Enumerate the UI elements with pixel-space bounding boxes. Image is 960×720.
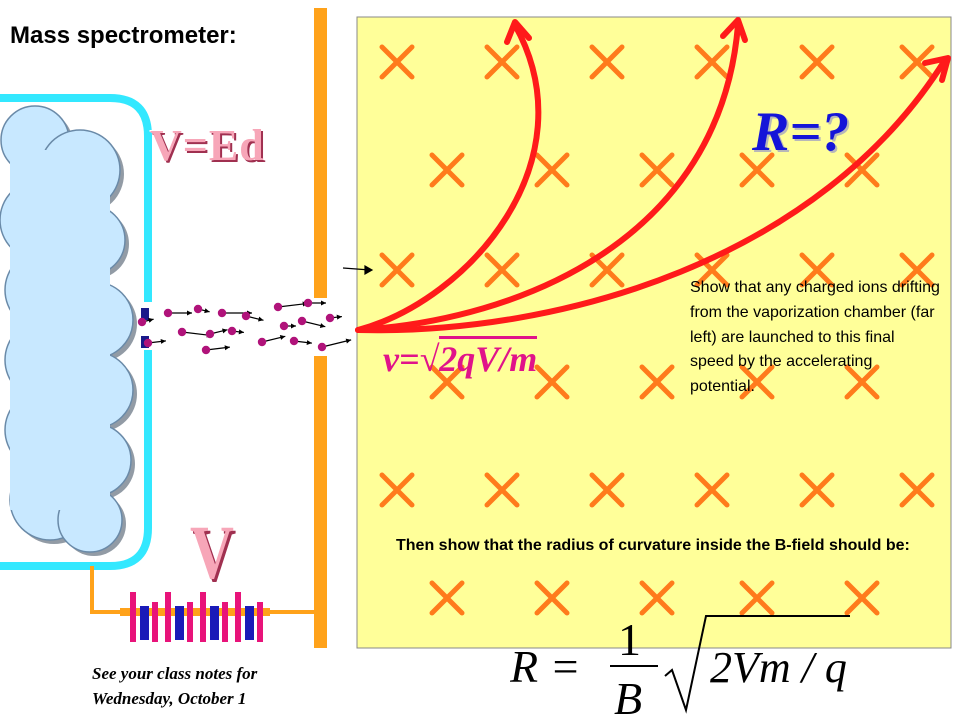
ion bbox=[273, 301, 308, 312]
circuit-wire bbox=[90, 566, 314, 614]
trajectory-heavy-ion bbox=[355, 57, 948, 334]
ion bbox=[205, 328, 228, 339]
ion bbox=[201, 345, 230, 355]
field-cross-mark bbox=[899, 252, 935, 288]
magnetic-field-region bbox=[356, 16, 952, 649]
sqrt-sign-icon bbox=[664, 615, 850, 714]
accelerating-plate-lower bbox=[314, 356, 327, 648]
field-cross-mark bbox=[899, 472, 935, 508]
page-title: Mass spectrometer: bbox=[10, 22, 237, 49]
field-cross-mark bbox=[739, 364, 775, 400]
field-cross-mark bbox=[639, 152, 675, 188]
battery bbox=[120, 592, 270, 642]
ion-trajectories bbox=[355, 22, 948, 334]
entry-arrow bbox=[342, 264, 374, 276]
field-cross-mark bbox=[799, 472, 835, 508]
field-cross-mark bbox=[379, 472, 415, 508]
trajectory-medium-ion bbox=[355, 22, 741, 333]
ion bbox=[143, 338, 166, 348]
ion bbox=[289, 336, 312, 346]
trajectory-arrowheads bbox=[504, 17, 951, 83]
accelerating-plate-upper bbox=[314, 8, 327, 298]
speed-prefix: v= bbox=[383, 339, 420, 379]
field-cross-mark bbox=[534, 580, 570, 616]
field-cross-mark bbox=[694, 44, 730, 80]
ion bbox=[297, 316, 326, 328]
formula-denominator: B bbox=[614, 673, 642, 720]
field-cross-mark bbox=[589, 472, 625, 508]
field-cross-mark bbox=[534, 152, 570, 188]
vapor-cloud bbox=[0, 105, 137, 556]
voltage-label: V bbox=[190, 511, 234, 595]
formula-lhs: R = bbox=[510, 641, 581, 692]
field-cross-mark bbox=[799, 44, 835, 80]
field-cross-mark bbox=[694, 472, 730, 508]
field-cross-mark bbox=[739, 152, 775, 188]
ion bbox=[193, 304, 210, 314]
vaporization-chamber bbox=[0, 94, 152, 570]
field-cross-mark bbox=[534, 364, 570, 400]
field-cross-mark bbox=[639, 580, 675, 616]
field-into-page-marks bbox=[379, 44, 935, 616]
trajectory-light-ion bbox=[355, 22, 542, 333]
class-notes-reference: See your class notes for Wednesday, Octo… bbox=[92, 662, 257, 711]
speed-radicand: 2qV/m bbox=[439, 336, 538, 379]
ion bbox=[279, 321, 296, 331]
chamber-wall bbox=[0, 94, 152, 570]
class-notes-line-1: See your class notes for bbox=[92, 664, 258, 683]
class-notes-line-2: Wednesday, October 1 bbox=[92, 688, 247, 708]
ion bbox=[137, 317, 154, 327]
radius-formula: R = 1 B 2Vm / q bbox=[510, 614, 850, 720]
field-cross-mark bbox=[844, 580, 880, 616]
formula-radicand: 2Vm / q bbox=[710, 643, 847, 692]
radius-question-label: R=? bbox=[752, 101, 850, 163]
field-cross-mark bbox=[484, 472, 520, 508]
formula-numerator: 1 bbox=[618, 614, 641, 665]
ion bbox=[317, 338, 352, 352]
field-cross-mark bbox=[429, 364, 465, 400]
field-cross-mark bbox=[844, 364, 880, 400]
field-cross-mark bbox=[484, 252, 520, 288]
ion bbox=[241, 311, 264, 322]
field-cross-mark bbox=[739, 580, 775, 616]
field-cross-mark bbox=[429, 580, 465, 616]
field-cross-mark bbox=[899, 44, 935, 80]
field-relation-label: V=Ed bbox=[150, 121, 265, 170]
ion bbox=[227, 326, 244, 336]
field-cross-mark bbox=[799, 252, 835, 288]
field-cross-mark bbox=[589, 44, 625, 80]
ion bbox=[303, 298, 326, 308]
ion bbox=[257, 335, 286, 347]
sqrt-icon: √ bbox=[419, 339, 440, 379]
explanation-text: Show that any charged ions drifting from… bbox=[690, 279, 940, 396]
ion bbox=[163, 308, 192, 318]
field-cross-mark bbox=[429, 152, 465, 188]
field-cross-mark bbox=[639, 364, 675, 400]
field-cross-mark bbox=[379, 44, 415, 80]
speed-equation: v=√2qV/m bbox=[383, 336, 538, 380]
ion bbox=[325, 313, 342, 323]
field-cross-mark bbox=[844, 152, 880, 188]
ion-stream bbox=[137, 298, 352, 355]
field-cross-mark bbox=[484, 44, 520, 80]
then-instruction-text: Then show that the radius of curvature i… bbox=[396, 537, 910, 554]
field-cross-mark bbox=[379, 252, 415, 288]
